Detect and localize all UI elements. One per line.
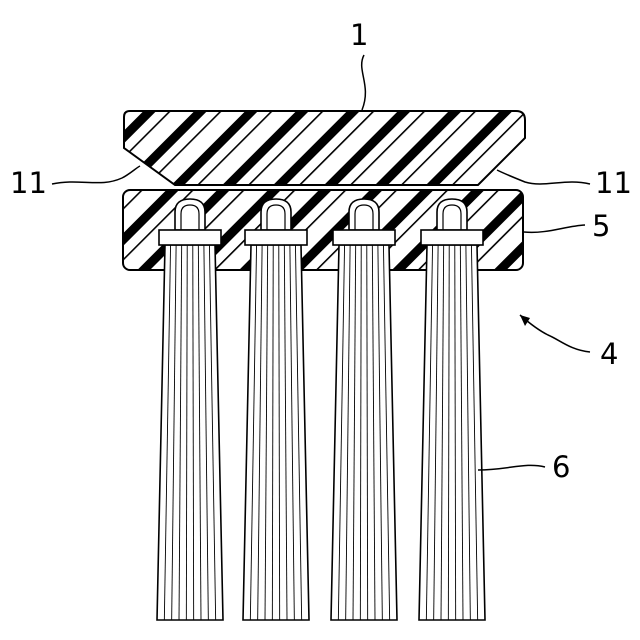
leader-groove-left — [52, 166, 140, 184]
bristle-bundle — [157, 245, 223, 620]
leader-bristles — [478, 465, 545, 470]
label-tuft-assembly: 4 — [600, 337, 618, 371]
tuft-knob — [437, 199, 467, 230]
anchor-plate — [333, 230, 395, 245]
arrowhead-assembly — [520, 315, 530, 326]
bristle-bundle — [243, 245, 309, 620]
tuft-knob — [349, 199, 379, 230]
anchor-plate — [421, 230, 483, 245]
tuft-1 — [157, 199, 223, 620]
tuft-3 — [331, 199, 397, 620]
label-base: 5 — [592, 209, 610, 243]
tuft-knob — [175, 199, 205, 230]
label-groove-right: 11 — [595, 166, 632, 200]
leader-head — [362, 55, 366, 110]
tuft-2 — [243, 199, 309, 620]
label-bristles: 6 — [552, 450, 570, 484]
leader-groove-right — [497, 170, 590, 184]
tuft-knob — [261, 199, 291, 230]
bristle-bundle — [331, 245, 397, 620]
bristle-bundle — [419, 245, 485, 620]
head-block — [100, 100, 540, 200]
label-head: 1 — [350, 18, 368, 52]
anchor-plate — [245, 230, 307, 245]
label-groove-left: 11 — [10, 166, 47, 200]
leader-assembly — [520, 315, 590, 352]
anchor-plate — [159, 230, 221, 245]
leader-base — [524, 225, 585, 232]
tuft-4 — [419, 199, 485, 620]
